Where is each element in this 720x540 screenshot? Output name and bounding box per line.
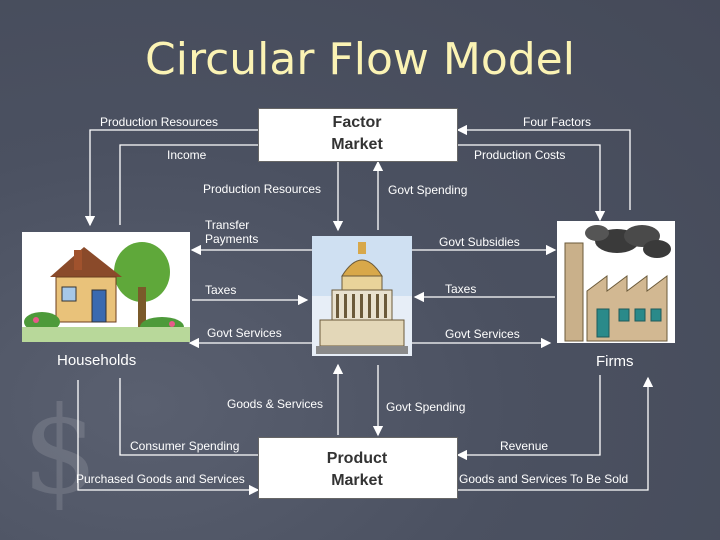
government-image xyxy=(312,236,412,356)
label-govt-subsidies: Govt Subsidies xyxy=(439,235,520,249)
label-production-resources-mid: Production Resources xyxy=(203,182,322,196)
label-four-factors: Four Factors xyxy=(523,115,592,129)
label-income: Income xyxy=(167,148,207,162)
factor-market-box xyxy=(258,108,458,162)
label-govt-services-left: Govt Services xyxy=(207,326,282,340)
label-production-resources-top: Production Resources xyxy=(100,115,219,129)
label-transfer-line1: Transfer xyxy=(205,218,250,232)
label-firms: Firms xyxy=(596,353,634,370)
label-consumer-spending: Consumer Spending xyxy=(130,439,240,453)
firm-image xyxy=(557,221,675,343)
label-purchased-goods: Purchased Goods and Services xyxy=(76,472,245,486)
house-icon xyxy=(22,232,190,342)
label-households: Households xyxy=(57,352,137,369)
label-revenue: Revenue xyxy=(500,439,549,453)
label-goods-to-be-sold: Goods and Services To Be Sold xyxy=(459,472,629,486)
label-taxes-right: Taxes xyxy=(445,282,477,296)
label-transfer-line2: Payments xyxy=(205,232,259,246)
label-govt-spending-top: Govt Spending xyxy=(388,183,468,197)
label-production-costs: Production Costs xyxy=(474,148,566,162)
factory-icon xyxy=(557,221,675,343)
capitol-icon xyxy=(312,236,412,356)
label-govt-services-right: Govt Services xyxy=(445,327,520,341)
label-govt-spending-bottom: Govt Spending xyxy=(386,400,466,414)
slide-title: Circular Flow Model xyxy=(145,34,575,85)
label-transfer-payments: Transfer Payments xyxy=(205,218,258,246)
label-goods-services: Goods & Services xyxy=(227,397,324,411)
household-image xyxy=(22,232,190,342)
product-market-box xyxy=(258,437,458,499)
label-taxes-left: Taxes xyxy=(205,283,237,297)
